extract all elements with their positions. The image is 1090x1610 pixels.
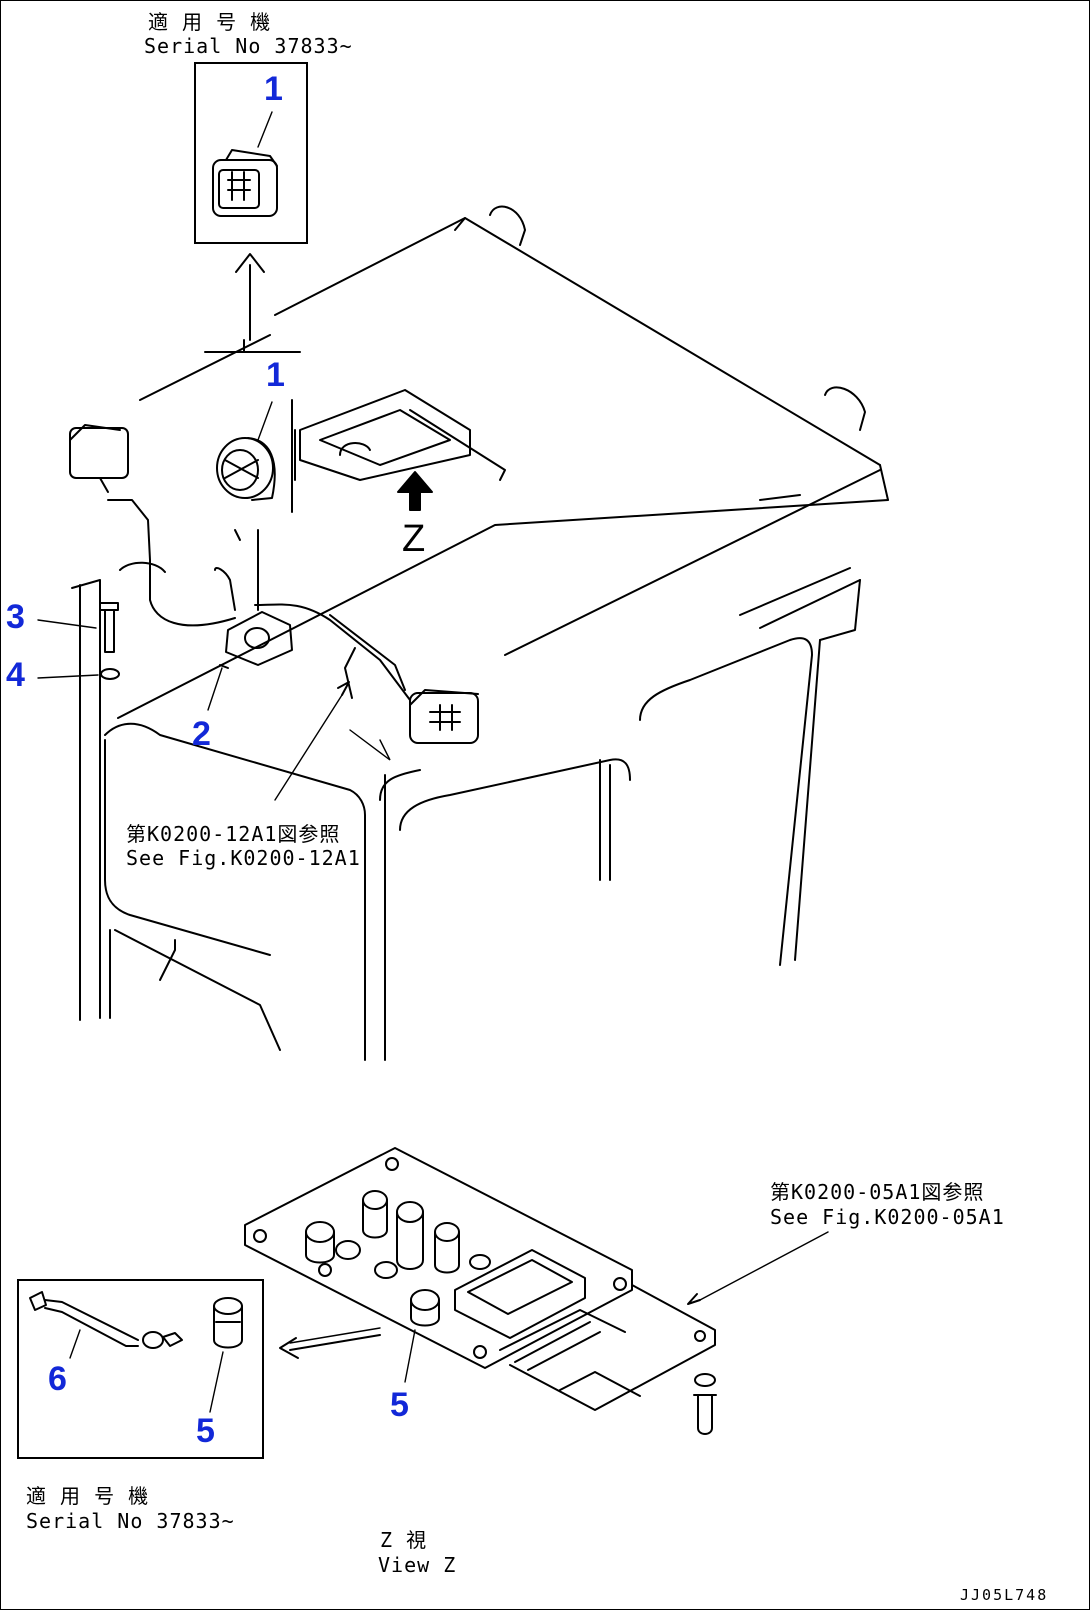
- callout-4: 4: [6, 656, 25, 694]
- grommet-detail: [29, 1291, 243, 1349]
- callout-5-plate: 5: [390, 1386, 409, 1424]
- callout-2: 2: [192, 715, 211, 753]
- leader-1-top: [257, 111, 273, 148]
- z-view-letter: Z: [402, 518, 427, 560]
- wiring-harness: [107, 499, 411, 701]
- callout-6: 6: [48, 1360, 67, 1398]
- serial-top-en: Serial No 37833~: [144, 34, 353, 58]
- leader-2: [207, 667, 223, 711]
- detail-bracket: [204, 339, 301, 353]
- work-lamp-detail: [212, 149, 278, 217]
- see-fig-2-jp: 第K0200-05A1図参照: [770, 1180, 985, 1204]
- arrow-to-detail: [279, 1334, 381, 1359]
- leader-4: [37, 674, 99, 679]
- callout-1-top: 1: [264, 70, 283, 108]
- serial-top-jp: 適 用 号 機: [148, 10, 272, 34]
- work-lamp-round: [216, 437, 276, 501]
- work-lamp-left: [69, 424, 129, 493]
- leader-fig12: [274, 694, 343, 801]
- work-lamp-right: [409, 689, 479, 744]
- callout-1-cab: 1: [266, 356, 285, 394]
- washer: [100, 668, 120, 680]
- lower-bracket: [349, 729, 391, 761]
- view-z-jp: Z 視: [380, 1528, 428, 1552]
- bolt: [99, 602, 119, 653]
- leader-5-box: [209, 1351, 224, 1413]
- leader-3: [37, 619, 97, 629]
- callout-3: 3: [6, 598, 25, 636]
- serial-bottom-jp: 適 用 号 機: [26, 1484, 150, 1508]
- see-fig-1-en: See Fig.K0200-12A1: [126, 846, 361, 870]
- detail-box-bottom: [17, 1279, 264, 1459]
- mount-bracket: [219, 611, 293, 669]
- leader-1: [257, 401, 273, 441]
- see-fig-2-en: See Fig.K0200-05A1: [770, 1205, 1005, 1229]
- callout-5-box: 5: [196, 1412, 215, 1450]
- roof-plate: [244, 1147, 716, 1411]
- cab-body: [71, 205, 889, 1061]
- see-fig-1-jp: 第K0200-12A1図参照: [126, 822, 341, 846]
- leader-fig05: [699, 1231, 829, 1301]
- leader-6: [69, 1329, 81, 1359]
- arrow-up-to-detail: [235, 253, 265, 341]
- drawing-code: JJ05L748: [960, 1586, 1049, 1604]
- leader-5-plate: [404, 1329, 416, 1383]
- arrow-fig12: [337, 681, 350, 696]
- plate-bolt: [693, 1373, 717, 1435]
- serial-bottom-en: Serial No 37833~: [26, 1509, 235, 1533]
- view-z-en: View Z: [378, 1553, 457, 1577]
- arrow-fig05: [687, 1293, 701, 1305]
